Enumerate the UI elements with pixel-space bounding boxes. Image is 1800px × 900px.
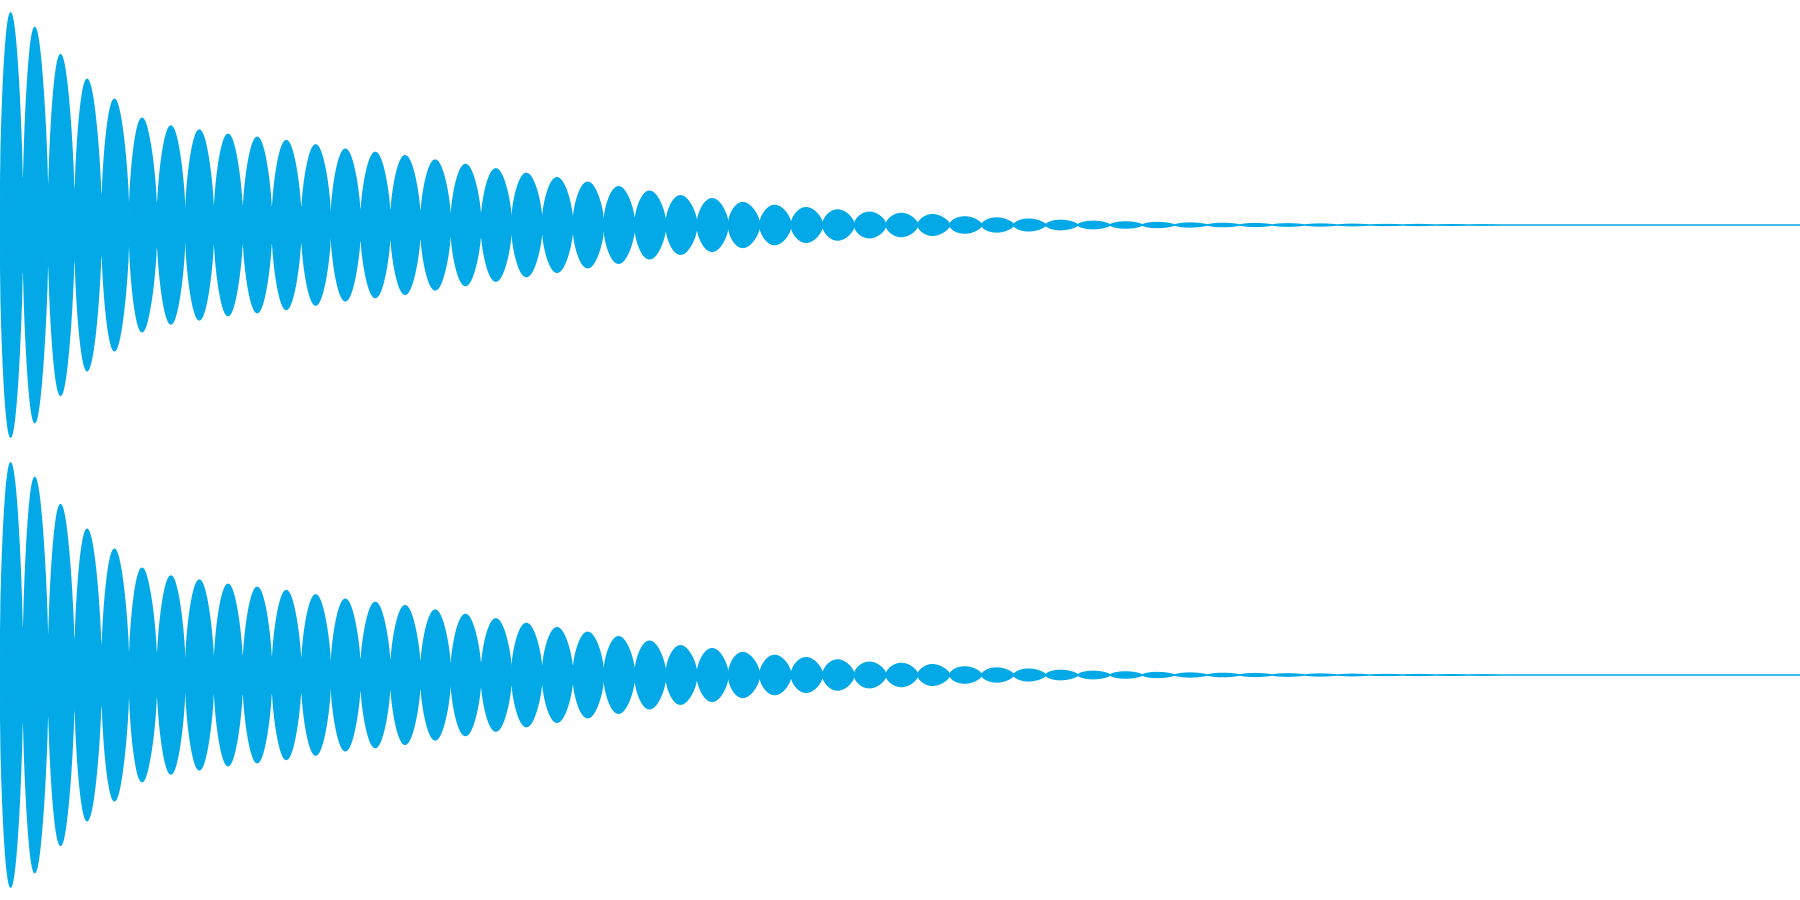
waveform-view bbox=[0, 0, 1800, 900]
chart-background bbox=[0, 0, 1800, 900]
waveform-chart bbox=[0, 0, 1800, 900]
